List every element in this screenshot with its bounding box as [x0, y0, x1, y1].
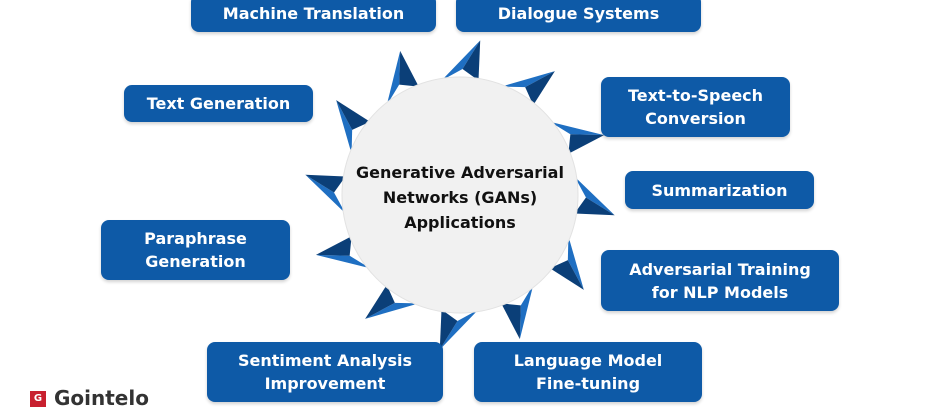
node-label-line: Paraphrase — [144, 229, 247, 248]
node-label-line: Language Model — [513, 351, 663, 370]
node-sentiment-analysis: Sentiment Analysis Improvement — [207, 342, 443, 402]
arrowhead-icon — [441, 40, 481, 81]
arrowhead-shade-icon — [439, 309, 458, 350]
arrowhead-icon — [574, 176, 615, 216]
arrowhead-shade-icon — [525, 71, 555, 106]
arrowhead-shade-icon — [365, 284, 395, 319]
hub-graphic — [305, 40, 615, 350]
arrowhead-icon — [336, 100, 353, 154]
arrowhead-shade-icon — [501, 303, 521, 340]
center-title-line: Applications — [404, 213, 516, 232]
arrowhead-shade-icon — [315, 236, 352, 256]
node-label-line: Text-to-Speech — [627, 86, 764, 105]
node-label-line: Fine-tuning — [535, 374, 641, 393]
center-circle — [341, 76, 579, 314]
arrowhead-icon — [305, 174, 346, 214]
node-label-line: Sentiment Analysis — [237, 351, 413, 370]
node-label-line: Improvement — [264, 374, 386, 393]
node-summarization: Summarization — [625, 171, 814, 209]
arrowhead-icon — [519, 284, 534, 340]
node-label: Text Generation — [146, 94, 291, 113]
logo-icon: G — [30, 391, 46, 407]
node-label: Summarization — [651, 180, 788, 200]
node-label: Machine Translation — [222, 3, 405, 23]
node-language-model: Language Model Fine-tuning — [474, 342, 702, 402]
node-text-to-speech: Text-to-Speech Conversion — [601, 77, 790, 137]
arrowhead-shade-icon — [305, 174, 346, 193]
arrowhead-icon — [567, 236, 584, 290]
arrowhead-shade-icon — [399, 50, 419, 87]
node-label-line: Generation — [145, 252, 246, 271]
arrowhead-shade-icon — [462, 40, 481, 81]
diagram: Generative Adversarial Networks (GANs) A… — [30, 0, 839, 410]
arrow-ring — [305, 40, 615, 350]
center-title: Generative Adversarial Networks (GANs) A… — [345, 160, 575, 235]
arrowhead-icon — [386, 50, 401, 106]
center-title-line: Networks (GANs) — [382, 188, 538, 207]
logo-text: Gointelo — [54, 386, 149, 410]
center-title-line: Generative Adversarial — [356, 163, 564, 182]
arrowhead-icon — [315, 254, 371, 269]
node-label-line: Conversion — [645, 109, 746, 128]
node-dialogue-systems: Dialogue Systems — [456, 0, 701, 32]
arrowhead-icon — [501, 71, 555, 88]
arrowhead-icon — [439, 309, 479, 350]
arrowhead-icon — [365, 302, 419, 319]
arrowhead-shade-icon — [574, 197, 615, 216]
arrowhead-icon — [549, 121, 605, 136]
node-label-line: for NLP Models — [651, 282, 789, 302]
node-adversarial-training: Adversarial Training for NLP Models — [601, 250, 839, 311]
node-label: Dialogue Systems — [497, 3, 660, 23]
arrowhead-shade-icon — [549, 260, 584, 290]
node-machine-translation: Machine Translation — [191, 0, 436, 32]
arrowhead-shade-icon — [336, 100, 371, 130]
node-text-generation: Text Generation — [124, 85, 313, 122]
arrowhead-shade-icon — [568, 134, 605, 154]
node-label-line: Adversarial Training — [629, 259, 811, 279]
node-paraphrase-generation: Paraphrase Generation — [101, 220, 290, 280]
